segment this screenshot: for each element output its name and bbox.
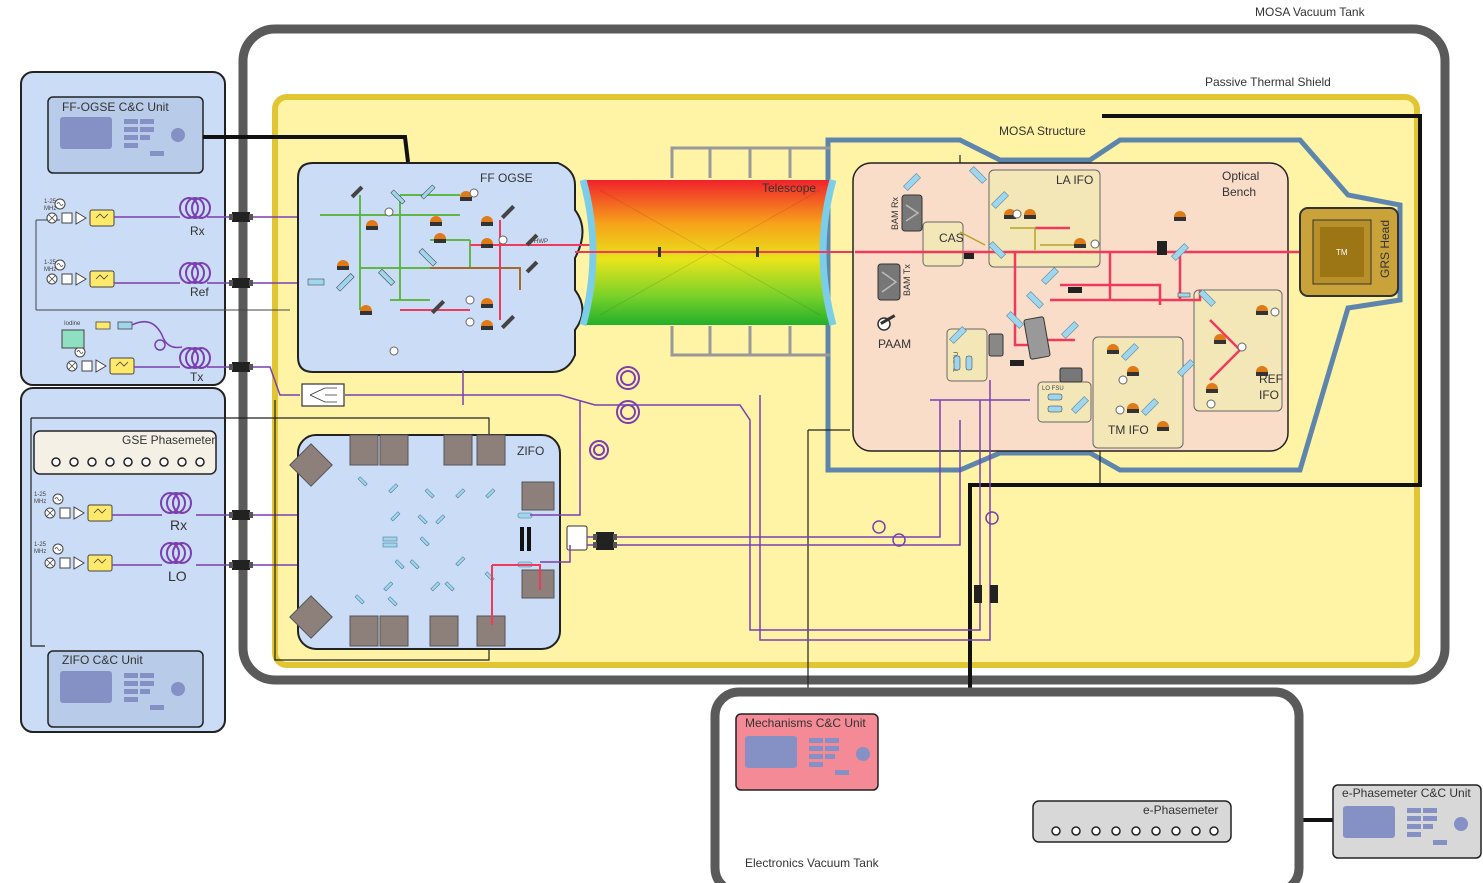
bam-tx	[878, 264, 900, 300]
telescope-label: Telescope	[762, 181, 816, 195]
e-phasemeter-cc-unit-label: e-Phasemeter C&C Unit	[1342, 786, 1471, 800]
ref-fiber-label: Ref	[190, 285, 209, 299]
e-phasemeter-label: e-Phasemeter	[1143, 803, 1218, 817]
la-ifo-label: LA IFO	[1056, 173, 1093, 187]
mechanisms-cc-unit-label: Mechanisms C&C Unit	[745, 716, 866, 730]
bam-tx-label: BAM Tx	[902, 264, 912, 296]
ff-ogse-hwp-label: HWP	[534, 239, 548, 245]
ref-ifo-label-2: IFO	[1259, 388, 1279, 402]
gse-phasemeter-label: GSE Phasemeter	[122, 433, 215, 447]
passive-thermal-shield-label: Passive Thermal Shield	[1205, 75, 1331, 89]
freq-label-2a: 1-25	[44, 260, 57, 266]
zifo-cc-unit-label: ZIFO C&C Unit	[62, 653, 143, 667]
rx-fiber-label-2: Rx	[170, 517, 187, 533]
iodine-label: Iodine	[64, 321, 81, 327]
lo-fsu-label: LO FSU	[1042, 386, 1064, 392]
lo-fiber-label: LO	[168, 568, 187, 584]
tm-ifo-label: TM IFO	[1108, 423, 1149, 437]
ff-ogse-label: FF OGSE	[480, 171, 533, 185]
grs-head-label: GRS Head	[1378, 220, 1392, 278]
ff-ogse-cc-unit-label: FF-OGSE C&C Unit	[62, 100, 169, 114]
bam-rx	[902, 195, 922, 231]
freq-label-1b: MHz	[44, 206, 56, 212]
freq-label-2b: MHz	[44, 267, 56, 273]
freq-label-3b: MHz	[34, 499, 46, 505]
grs-tm-label: TM	[1336, 248, 1348, 257]
cas-label: CAS	[939, 231, 964, 245]
freq-label-4a: 1-25	[34, 542, 47, 548]
paam-label: PAAM	[878, 337, 911, 351]
rx-fiber-label-1: Rx	[190, 224, 205, 238]
mosa-structure-label: MOSA Structure	[999, 124, 1086, 138]
optical-bench-label-1: Optical	[1222, 169, 1259, 183]
freq-label-3a: 1-25	[34, 492, 47, 498]
freq-label-1a: 1-25	[44, 199, 57, 205]
tx-fiber-label: Tx	[190, 370, 203, 384]
zifo-label: ZIFO	[517, 444, 544, 458]
electronics-vacuum-tank-label: Electronics Vacuum Tank	[745, 856, 880, 870]
bam-rx-label: BAM Rx	[890, 196, 900, 230]
fiber-splitter	[302, 384, 344, 406]
optical-bench-label-2: Bench	[1222, 185, 1256, 199]
freq-label-4b: MHz	[34, 549, 46, 555]
mosa-vacuum-tank-label: MOSA Vacuum Tank	[1255, 5, 1366, 19]
